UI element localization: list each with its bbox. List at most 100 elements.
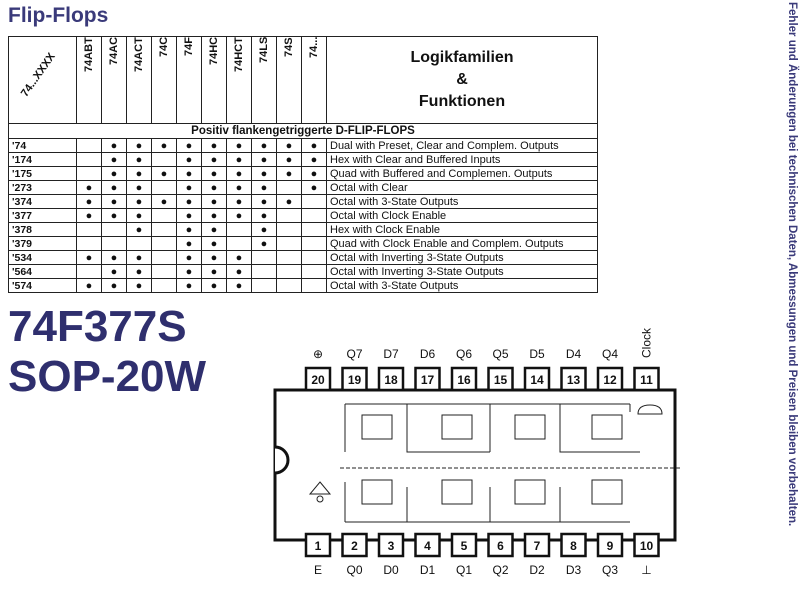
available-dot-icon: ● xyxy=(176,278,202,293)
family-header: 74HCT xyxy=(226,36,252,124)
family-label: 74ABT xyxy=(83,37,95,72)
chip-code: '175 xyxy=(8,166,77,181)
table-row: '534●●●●●●Octal with Inverting 3-State O… xyxy=(8,250,598,265)
available-dot-icon: ● xyxy=(201,166,227,181)
available-dot-icon: ● xyxy=(226,250,252,265)
empty-cell xyxy=(76,264,102,279)
empty-cell xyxy=(251,278,277,293)
empty-cell xyxy=(276,208,302,223)
available-dot-icon: ● xyxy=(101,250,127,265)
empty-cell xyxy=(301,278,327,293)
available-dot-icon: ● xyxy=(126,138,152,153)
available-dot-icon: ● xyxy=(176,152,202,167)
pin-label: E xyxy=(314,563,322,577)
pin-box xyxy=(560,366,587,392)
available-dot-icon: ● xyxy=(76,278,102,293)
available-dot-icon: ● xyxy=(126,194,152,209)
available-dot-icon: ● xyxy=(226,166,252,181)
pin-box xyxy=(341,532,368,558)
ic-body xyxy=(273,388,677,542)
family-header: 74ACT xyxy=(126,36,152,124)
available-dot-icon: ● xyxy=(76,180,102,195)
available-dot-icon: ● xyxy=(301,180,327,195)
family-label: 74LS xyxy=(258,37,270,64)
available-dot-icon: ● xyxy=(201,264,227,279)
disclaimer-note: Fehler und Änderungen bei technischen Da… xyxy=(786,2,798,527)
available-dot-icon: ● xyxy=(201,208,227,223)
empty-cell xyxy=(301,236,327,251)
family-label: 74HCT xyxy=(233,37,245,72)
flip-flop-block xyxy=(361,479,393,505)
empty-cell xyxy=(301,264,327,279)
empty-cell xyxy=(76,236,102,251)
pin-number: 3 xyxy=(388,539,395,553)
table-row: '273●●●●●●●●Octal with Clear xyxy=(8,180,598,195)
family-header: 74ABT xyxy=(76,36,102,124)
available-dot-icon: ● xyxy=(201,194,227,209)
available-dot-icon: ● xyxy=(226,208,252,223)
pin-label: D7 xyxy=(383,347,399,361)
empty-cell xyxy=(101,222,127,237)
flip-flop-block xyxy=(591,479,623,505)
section-row: Positiv flankengetriggerte D-FLIP-FLOPS xyxy=(8,123,598,139)
family-header: 74F xyxy=(176,36,202,124)
available-dot-icon: ● xyxy=(226,152,252,167)
signal-wire xyxy=(344,403,631,452)
pin-label: D6 xyxy=(420,347,436,361)
flip-flop-block xyxy=(514,479,546,505)
empty-cell xyxy=(251,264,277,279)
pin-box xyxy=(523,532,551,558)
empty-cell xyxy=(151,236,177,251)
pin-label: D4 xyxy=(566,347,582,361)
available-dot-icon: ● xyxy=(76,194,102,209)
available-dot-icon: ● xyxy=(201,222,227,237)
chip-code: '74 xyxy=(8,138,77,153)
available-dot-icon: ● xyxy=(251,222,277,237)
available-dot-icon: ● xyxy=(276,166,302,181)
available-dot-icon: ● xyxy=(251,138,277,153)
available-dot-icon: ● xyxy=(101,138,127,153)
available-dot-icon: ● xyxy=(201,180,227,195)
pin-box xyxy=(487,366,514,392)
chip-code: '378 xyxy=(8,222,77,237)
pin-number: 5 xyxy=(461,539,468,553)
available-dot-icon: ● xyxy=(126,250,152,265)
available-dot-icon: ● xyxy=(176,236,202,251)
pin-box xyxy=(596,366,624,392)
family-label: 74S xyxy=(283,37,295,57)
pin-number: 1 xyxy=(315,539,322,553)
available-dot-icon: ● xyxy=(226,138,252,153)
chip-code: '273 xyxy=(8,180,77,195)
available-dot-icon: ● xyxy=(176,166,202,181)
logic-families-header: Logikfamilien & Funktionen xyxy=(326,36,598,124)
available-dot-icon: ● xyxy=(276,152,302,167)
pin-number: 20 xyxy=(311,373,325,387)
function-description: Octal with Inverting 3-State Outputs xyxy=(326,264,598,279)
top-pin-row: 20⊕19Q718D717D616Q615Q514D513D412Q411Clo… xyxy=(304,327,660,392)
pin-box xyxy=(304,366,332,392)
empty-cell xyxy=(251,250,277,265)
available-dot-icon: ● xyxy=(101,208,127,223)
pin-number: 6 xyxy=(497,539,504,553)
pin-box xyxy=(414,532,441,558)
signal-wire xyxy=(344,482,630,523)
available-dot-icon: ● xyxy=(101,194,127,209)
available-dot-icon: ● xyxy=(101,278,127,293)
family-label: 74F xyxy=(183,37,195,56)
available-dot-icon: ● xyxy=(251,208,277,223)
available-dot-icon: ● xyxy=(201,152,227,167)
table-row: '574●●●●●●Octal with 3-State Outputs xyxy=(8,278,598,293)
empty-cell xyxy=(276,250,302,265)
empty-cell xyxy=(276,236,302,251)
available-dot-icon: ● xyxy=(176,250,202,265)
available-dot-icon: ● xyxy=(226,180,252,195)
buffer-gate xyxy=(308,481,332,495)
available-dot-icon: ● xyxy=(301,138,327,153)
part-number: 74F377S SOP-20W xyxy=(8,302,206,402)
pin-box xyxy=(450,366,478,392)
empty-cell xyxy=(151,222,177,237)
available-dot-icon: ● xyxy=(226,264,252,279)
pin-number: 14 xyxy=(530,373,544,387)
function-description: Octal with Clear xyxy=(326,180,598,195)
